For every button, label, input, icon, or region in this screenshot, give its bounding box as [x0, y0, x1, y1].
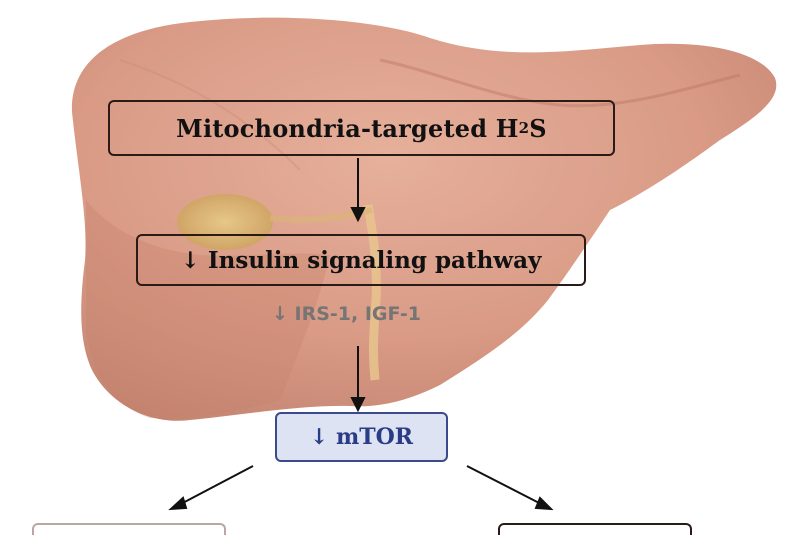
diagonal-arrow-icon	[466, 465, 546, 507]
bottom-left-box	[32, 523, 226, 535]
insulin-pathway-label: ↓ Insulin signaling pathway	[180, 246, 542, 274]
down-arrow-icon	[350, 397, 366, 413]
insulin-pathway-box: ↓ Insulin signaling pathway	[136, 234, 586, 286]
irs-igf-note: ↓ IRS-1, IGF-1	[272, 303, 422, 325]
h2s-suffix: S	[529, 113, 547, 143]
mtor-box: ↓ mTOR	[275, 412, 448, 462]
down-arrow-icon	[350, 207, 366, 223]
diagonal-arrow-icon	[534, 496, 554, 511]
h2s-subscript: 2	[518, 119, 530, 137]
diagonal-arrow-icon	[176, 465, 254, 507]
mtor-label: ↓ mTOR	[309, 424, 414, 450]
bottom-right-box	[498, 523, 692, 535]
h2s-label: Mitochondria-targeted H	[176, 113, 519, 143]
diagonal-arrow-icon	[168, 496, 188, 511]
